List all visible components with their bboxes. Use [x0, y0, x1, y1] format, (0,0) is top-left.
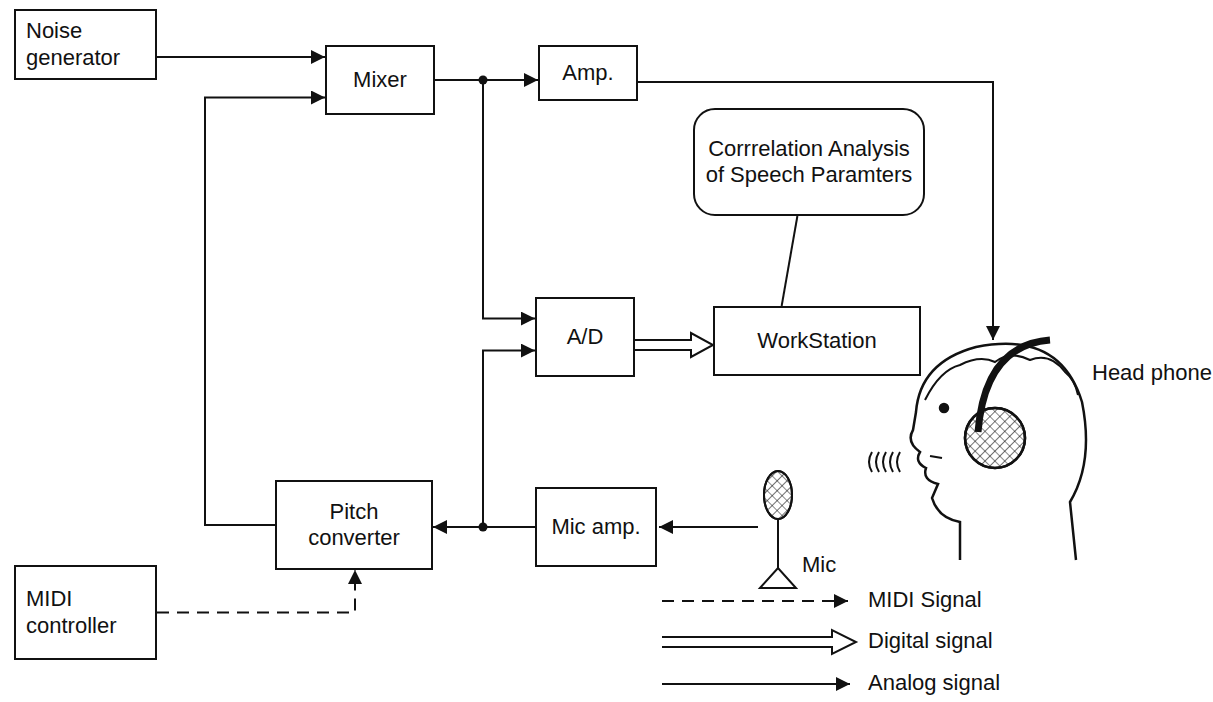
node-text: Mixer: [353, 67, 407, 93]
microphone: [760, 471, 796, 588]
source-box: Noise generator: [14, 9, 157, 80]
node-text: Corrrelation Analysis of Speech Paramter…: [705, 136, 913, 189]
signal-connector: [479, 351, 536, 532]
signal-connector: [157, 570, 355, 613]
legend-samples: [662, 601, 856, 684]
node-text: Amp.: [562, 60, 613, 86]
controller-box: MIDI controller: [14, 565, 157, 660]
node-text: Mic amp.: [551, 514, 640, 540]
headphone-wire: [637, 82, 993, 340]
pitch-box: Pitch converter: [275, 480, 433, 570]
sound-waves: [869, 452, 900, 472]
amp-box: Amp.: [538, 45, 638, 101]
mic-wire: [659, 527, 758, 528]
mic-amp-box: Mic amp.: [535, 487, 657, 567]
converter-box: A/D: [535, 297, 635, 377]
node-text: Pitch converter: [287, 499, 421, 552]
legend-text: Digital signal: [866, 628, 995, 654]
mixer-box: Mixer: [325, 45, 435, 115]
callout-bubble: Corrrelation Analysis of Speech Paramter…: [693, 108, 925, 216]
node-text: MIDI controller: [26, 586, 145, 639]
signal-connector: [782, 216, 798, 306]
workstation-box: WorkStation: [713, 306, 921, 376]
signal-connector: [205, 98, 325, 526]
part-label: Head phone: [1090, 360, 1213, 386]
part-label: Mic: [800, 552, 838, 578]
node-text: WorkStation: [757, 328, 876, 354]
legend-text: MIDI Signal: [866, 587, 984, 613]
legend-text: Analog signal: [866, 670, 1002, 696]
signal-connector: [635, 333, 713, 357]
node-text: A/D: [567, 324, 604, 350]
signal-connector: [157, 57, 325, 58]
node-text: Noise generator: [26, 18, 145, 71]
signal-connector: [479, 76, 536, 319]
head-figure: [911, 340, 1086, 560]
